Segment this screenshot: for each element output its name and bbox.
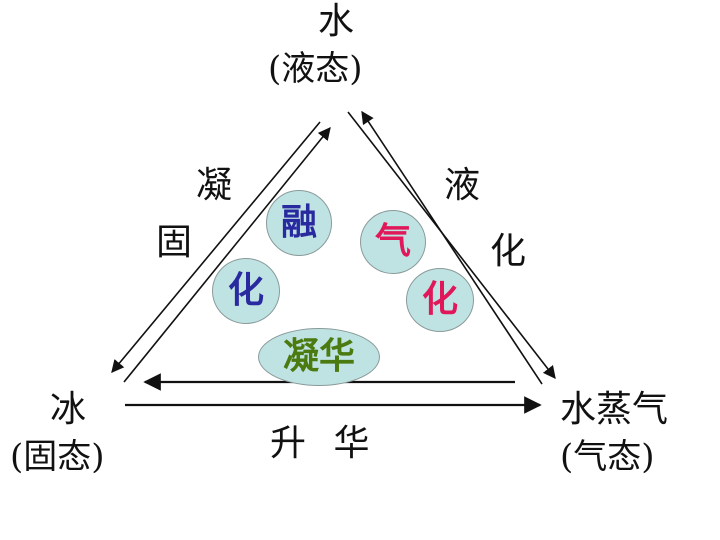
water-state-label: (液态) bbox=[268, 49, 363, 89]
freezing-label-char1: 凝 bbox=[196, 165, 233, 206]
vapor-label: 水蒸气 bbox=[560, 389, 669, 430]
freezing-arrow bbox=[111, 121, 321, 373]
vaporization-bubble-char1: 气 bbox=[360, 210, 426, 274]
water-label: 水 bbox=[318, 1, 355, 42]
vaporization-label-char2: 化 bbox=[490, 231, 527, 272]
melting-bubble-char2: 化 bbox=[212, 258, 280, 324]
melting-arrow bbox=[123, 127, 331, 383]
vapor-state-label: (气态) bbox=[560, 437, 655, 477]
deposition-bubble: 凝华 bbox=[258, 328, 380, 386]
vaporization-arrow bbox=[347, 111, 556, 380]
ice-label: 冰 bbox=[50, 389, 87, 430]
ice-state-label: (固态) bbox=[10, 437, 105, 477]
vaporization-label-char1: 液 bbox=[444, 165, 481, 206]
melting-bubble-char1: 融 bbox=[266, 190, 332, 256]
vaporization-bubble-char2: 化 bbox=[406, 268, 474, 332]
freezing-label-char2: 固 bbox=[156, 222, 193, 263]
sublimation-label: 升 华 bbox=[270, 423, 378, 464]
liquefaction-arrow bbox=[361, 110, 543, 385]
